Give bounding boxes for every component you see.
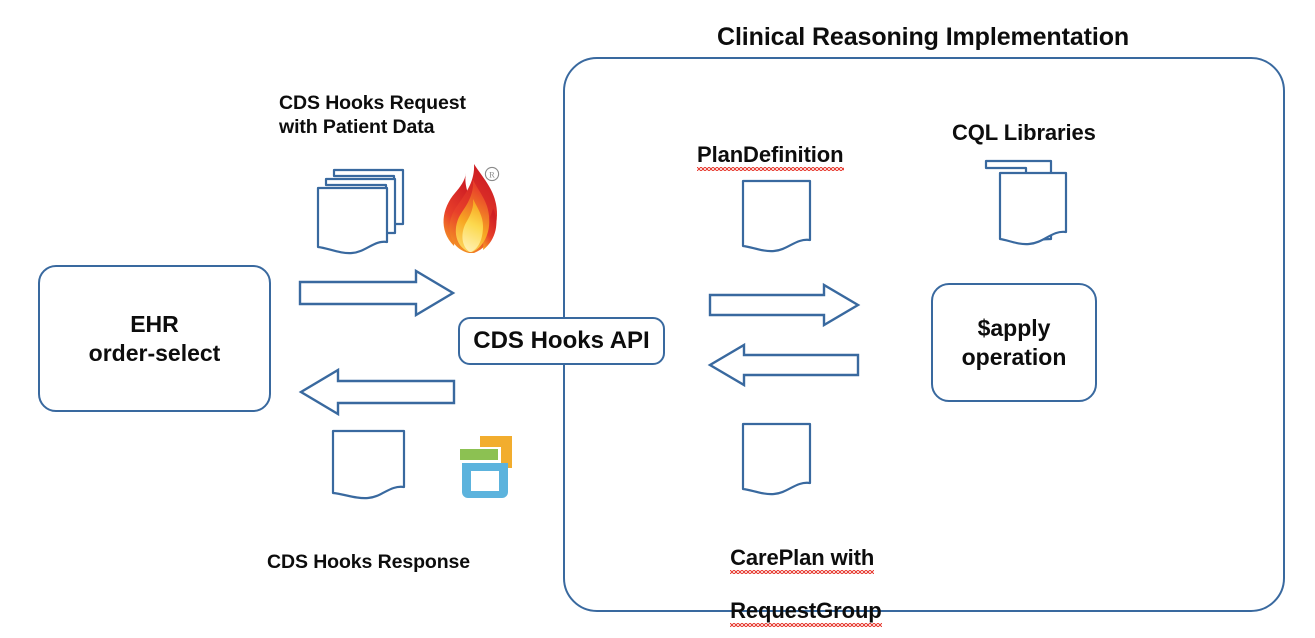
arrow-left-from-apply-shape (707, 342, 860, 388)
plan-definition-label-text: PlanDefinition (697, 142, 844, 171)
document-icon-response (330, 428, 414, 512)
cql-libraries-label: CQL Libraries (952, 120, 1096, 145)
fhir-flame-logo (436, 160, 508, 260)
cds-hooks-logo (452, 434, 520, 502)
arrow-right-to-apply-shape (708, 282, 861, 328)
document-icon-careplan-sheet (741, 422, 812, 496)
arrow-left-response (298, 367, 456, 417)
flame-core (462, 199, 483, 252)
cds-hooks-response-caption: CDS Hooks Response (267, 551, 470, 573)
cds-hooks-api-box[interactable]: CDS Hooks API (458, 317, 665, 365)
document-icon-careplan (740, 421, 824, 509)
clinical-reasoning-container (563, 57, 1285, 612)
cds-hooks-logo-inner-window (471, 471, 499, 491)
cds-hooks-logo-green-bar (460, 449, 498, 460)
document-icon-response-sheet (331, 429, 406, 500)
arrow-left-from-apply (707, 342, 860, 388)
svg-text:R: R (489, 169, 495, 179)
flame-right-tongue (483, 208, 497, 250)
careplan-label-line2: RequestGroup (730, 598, 882, 628)
document-stack-icon-cql (978, 155, 1082, 257)
document-stack-sheet-front (316, 186, 389, 255)
cds-hooks-logo-orange-shape (480, 436, 512, 468)
arrow-right-request (298, 268, 456, 318)
plan-definition-label: PlanDefinition (697, 142, 844, 171)
apply-operation-box-label: $apply operation (961, 314, 1067, 370)
apply-operation-box[interactable]: $apply operation (931, 283, 1097, 402)
diagram-title: Clinical Reasoning Implementation (717, 23, 1130, 51)
cds-hooks-request-caption: CDS Hooks Request with Patient Data (279, 92, 466, 140)
ehr-box-label: EHR order-select (88, 310, 221, 366)
arrow-left-response-shape (298, 367, 456, 417)
careplan-label: CarePlan with RequestGroup (706, 518, 882, 638)
document-stack-icon-cql-sheet-front (998, 171, 1068, 246)
document-stack-icon (312, 162, 416, 262)
ehr-box[interactable]: EHR order-select (38, 265, 271, 412)
document-icon-plan-definition (740, 178, 824, 266)
cds-hooks-api-label: CDS Hooks API (473, 326, 650, 354)
document-icon-plan-definition-sheet (741, 179, 812, 253)
cds-hooks-request-caption-text: CDS Hooks Request with Patient Data (279, 92, 466, 138)
arrow-right-to-apply (708, 282, 861, 328)
arrow-right-request-shape (298, 268, 456, 318)
careplan-label-line1: CarePlan with (730, 544, 875, 574)
registered-trademark-icon: R (484, 166, 500, 182)
